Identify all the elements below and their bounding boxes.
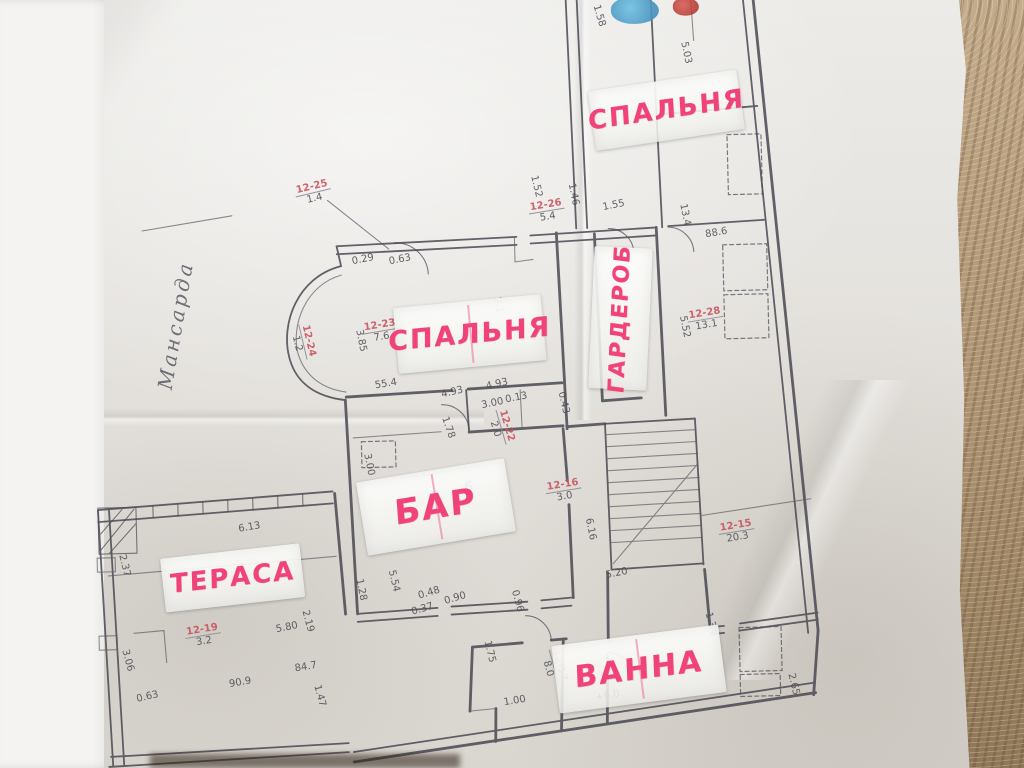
furniture-dashed xyxy=(360,133,783,698)
annotation-lines xyxy=(141,199,390,250)
stairs xyxy=(604,417,705,571)
room-label-note: ГАРДЕРОБ xyxy=(588,242,653,395)
room-label-note: СПАЛЬНЯ xyxy=(388,294,551,374)
room-label-text: БАР xyxy=(393,480,479,534)
room-label-text: ГАРДЕРОБ xyxy=(604,242,637,395)
door-arcs xyxy=(393,226,695,679)
room-label-text: СПАЛЬНЯ xyxy=(388,310,552,358)
room-label-text: ВАННА xyxy=(574,643,704,695)
room-label-text: СПАЛЬНЯ xyxy=(587,83,746,137)
terrace-ticks xyxy=(97,493,304,555)
paper-edge-shadow xyxy=(150,754,460,768)
room-label-text: ТЕРАСА xyxy=(169,555,296,600)
